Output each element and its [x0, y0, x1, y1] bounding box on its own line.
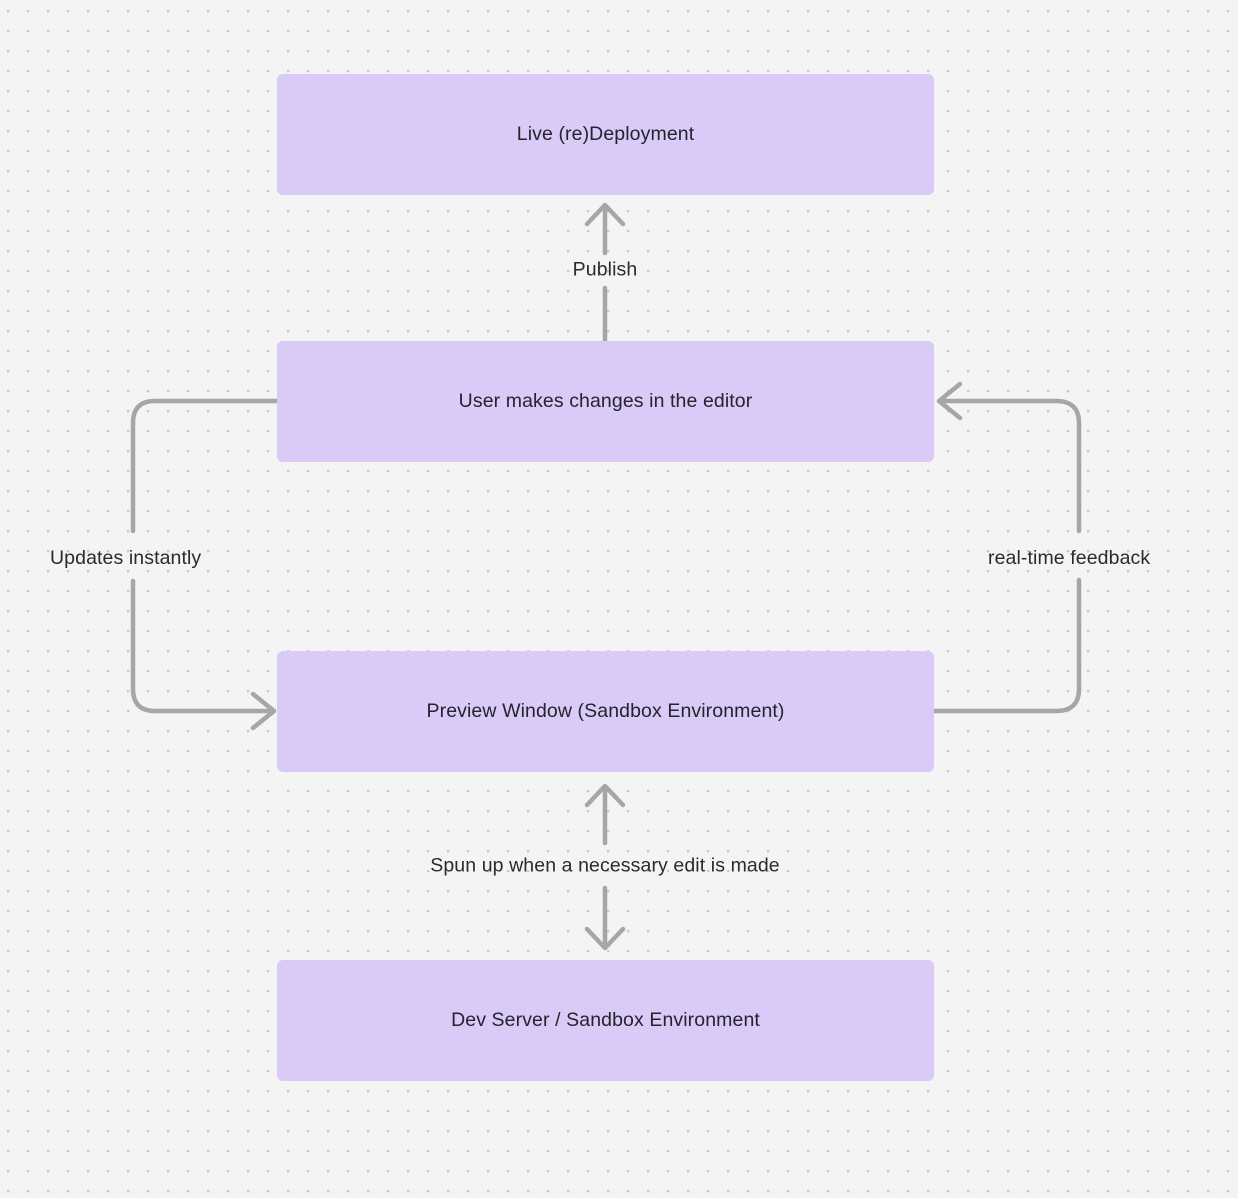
edge-updates-instantly-upper-segment [130, 398, 280, 534]
edge-spun-up-arrowhead-up-icon [584, 783, 626, 808]
edge-real-time-feedback-upper-segment [940, 398, 1082, 534]
node-live-deployment[interactable]: Live (re)Deployment [277, 74, 934, 195]
node-dev-server-label: Dev Server / Sandbox Environment [451, 1008, 760, 1031]
edge-spun-up-arrowhead-down-icon [584, 926, 626, 951]
edge-label-real-time-feedback: real-time feedback [988, 547, 1151, 569]
node-user-edits-label: User makes changes in the editor [458, 389, 753, 412]
edge-real-time-feedback-lower-segment [931, 577, 1082, 714]
edge-real-time-feedback-arrowhead-icon [936, 381, 963, 421]
edge-label-spun-up: Spun up when a necessary edit is made [430, 854, 780, 877]
node-live-deployment-label: Live (re)Deployment [516, 122, 695, 145]
node-dev-server[interactable]: Dev Server / Sandbox Environment [277, 960, 934, 1081]
node-preview-window-label: Preview Window (Sandbox Environment) [426, 699, 785, 722]
edge-label-publish: Publish [572, 258, 638, 281]
edge-updates-instantly-lower-segment [130, 578, 271, 714]
node-user-edits[interactable]: User makes changes in the editor [277, 341, 934, 462]
edge-updates-instantly-arrowhead-icon [250, 691, 277, 731]
node-preview-window[interactable]: Preview Window (Sandbox Environment) [277, 651, 934, 772]
edge-label-updates-instantly: Updates instantly [50, 547, 202, 569]
edge-publish-arrowhead-icon [584, 202, 626, 227]
